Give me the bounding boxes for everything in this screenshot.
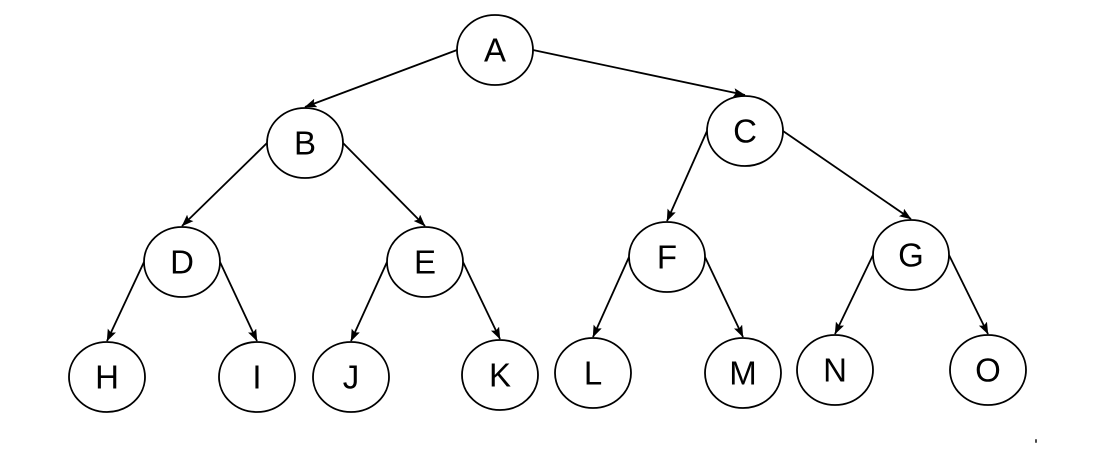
node-label: E (414, 244, 436, 281)
node-label: F (657, 239, 677, 276)
edge-F-M (704, 256, 744, 338)
edge-C-F (666, 130, 708, 222)
node-label: K (489, 357, 511, 394)
node-circle (554, 337, 632, 409)
tree-node-E: E (386, 226, 464, 298)
node-circle (68, 341, 146, 413)
tree-node-D: D (143, 226, 221, 298)
node-label: L (584, 355, 602, 392)
tree-node-G: G (872, 219, 950, 291)
node-circle (266, 107, 344, 179)
node-circle (796, 334, 874, 406)
tree-node-A: A (456, 14, 534, 86)
edge-E-J (350, 261, 388, 342)
node-label: O (975, 352, 1001, 389)
edge-D-H (106, 261, 145, 342)
tree-node-F: F (628, 221, 706, 293)
tree-node-J: J (312, 341, 390, 413)
tree-node-B: B (266, 107, 344, 179)
edge-D-I (219, 261, 258, 342)
tree-node-N: N (796, 334, 874, 406)
node-label: C (733, 113, 757, 150)
edge-G-O (948, 254, 989, 335)
node-circle (461, 339, 539, 411)
node-circle (456, 14, 534, 86)
node-label: H (95, 359, 119, 396)
edge-B-E (342, 142, 426, 227)
node-label: M (729, 355, 757, 392)
node-label: I (252, 359, 261, 396)
node-label: N (823, 352, 847, 389)
node-circle (949, 334, 1027, 406)
edge-C-G (782, 130, 912, 220)
node-circle (143, 226, 221, 298)
node-label: B (294, 125, 316, 162)
edge-F-L (592, 256, 630, 338)
node-label: D (170, 244, 194, 281)
tree-node-O: O (949, 334, 1027, 406)
tree-node-C: C (706, 95, 784, 167)
tree-node-I: I (218, 341, 296, 413)
edge-A-B (304, 49, 458, 108)
tree-node-K: K (461, 339, 539, 411)
edge-B-D (181, 142, 268, 227)
node-circle (218, 341, 296, 413)
tree-node-M: M (704, 337, 782, 409)
node-label: G (898, 237, 924, 274)
edge-E-K (462, 261, 501, 340)
stray-dot (1035, 439, 1037, 443)
node-circle (386, 226, 464, 298)
node-circle (704, 337, 782, 409)
tree-node-H: H (68, 341, 146, 413)
tree-node-L: L (554, 337, 632, 409)
node-label: A (484, 32, 506, 69)
node-circle (706, 95, 784, 167)
node-circle (312, 341, 390, 413)
node-circle (628, 221, 706, 293)
node-label: J (343, 359, 360, 396)
node-circle (872, 219, 950, 291)
edge-A-C (532, 49, 746, 98)
edge-G-N (834, 254, 874, 335)
